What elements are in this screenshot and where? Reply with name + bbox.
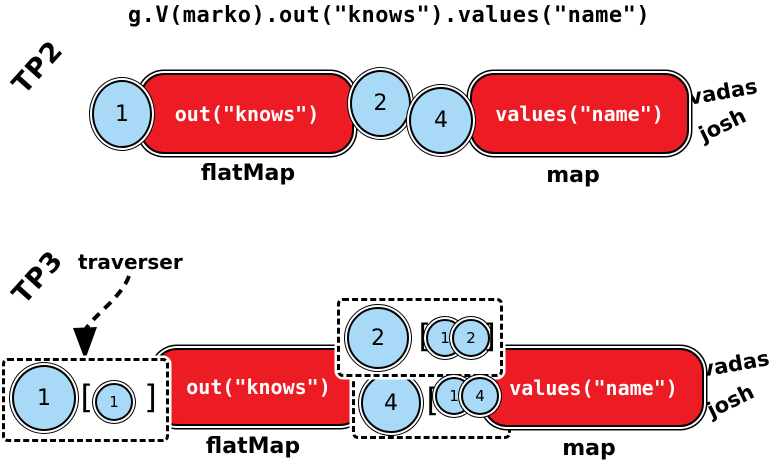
path-element: 1 <box>440 329 450 347</box>
tp2-flatmap-label: flatMap <box>200 161 296 186</box>
traverser-callout-arrow <box>73 275 131 360</box>
path-element: 1 <box>109 393 119 411</box>
traverser-value: 1 <box>37 385 51 411</box>
tp3-traverser-box-vadas: 2 [ 1 2 ] <box>337 298 503 377</box>
tp2-map-label: map <box>546 163 600 188</box>
path-bracket-close: ] <box>481 317 501 355</box>
tp3-step-values-name: values("name") <box>483 348 704 427</box>
tp2-traverser-start: 1 <box>92 80 152 148</box>
tp3-step-out-knows: out("knows") <box>153 348 364 426</box>
tp2-step-out-knows: out("knows") <box>140 73 354 154</box>
tp2-step-values-name: values("name") <box>470 73 689 154</box>
traverser-callout-label: traverser <box>78 250 183 274</box>
tp3-result-josh: josh <box>703 379 758 423</box>
step-label: out("knows") <box>186 375 331 399</box>
traverser-value: 2 <box>371 325 385 351</box>
tp2-traverser-josh: 4 <box>409 87 473 154</box>
path-element: 1 <box>449 387 459 405</box>
path-bracket-open: [ <box>76 378 96 416</box>
path-element-circle: 2 <box>452 319 490 357</box>
path-bracket-close: ] <box>142 378 162 416</box>
traverser-value: 4 <box>384 390 398 416</box>
traverser-value-circle: 1 <box>12 365 76 431</box>
step-label: values("name") <box>495 101 664 126</box>
step-label: out("knows") <box>174 101 320 126</box>
path-element: 4 <box>475 387 485 405</box>
traverser-value: 1 <box>115 101 129 127</box>
path-element-circle: 4 <box>461 377 499 415</box>
traverser-value: 4 <box>434 108 448 133</box>
tp3-traverser-box-start: 1 [ 1 ] <box>2 358 169 442</box>
tp3-map-label: map <box>562 436 616 461</box>
traverser-value: 2 <box>373 91 388 116</box>
arrow-head <box>73 327 97 360</box>
path-element-circle: 1 <box>95 383 133 421</box>
traverser-value-circle: 4 <box>361 373 421 433</box>
tp2-traverser-vadas: 2 <box>350 70 411 137</box>
tp3-result-vadas: vadas <box>698 346 772 382</box>
gremlin-query-title: g.V(marko).out("knows").values("name") <box>127 3 651 28</box>
tp2-version-label: TP2 <box>6 34 70 101</box>
arrow-shaft <box>83 275 131 332</box>
tp3-flatmap-label: flatMap <box>205 434 301 459</box>
step-label: values("name") <box>509 375 678 400</box>
path-element: 2 <box>466 329 476 347</box>
traverser-value-circle: 2 <box>347 307 409 369</box>
tp2-result-vadas: vadas <box>686 74 760 110</box>
tp2-result-josh: josh <box>695 103 750 147</box>
